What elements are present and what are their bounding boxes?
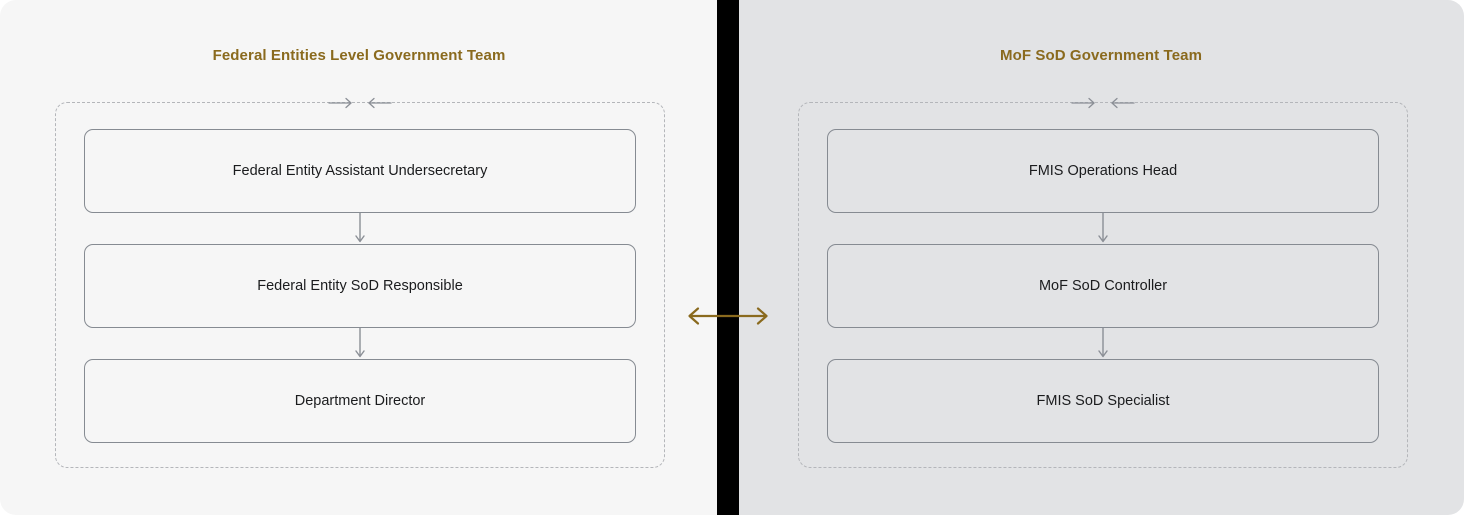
node-label: Department Director (294, 393, 426, 409)
node-box[interactable]: Federal Entity Assistant Undersecretary (84, 129, 636, 213)
node-list-federal-entities: Federal Entity Assistant Undersecretary … (84, 129, 636, 443)
group-collapse-arrows-right (1068, 95, 1138, 111)
node-label: Federal Entity Assistant Undersecretary (232, 163, 488, 179)
panel-mof-sod: MoF SoD Government Team FMIS Operations … (738, 0, 1464, 515)
node-box[interactable]: Department Director (84, 359, 636, 443)
node-label: FMIS SoD Specialist (1036, 393, 1170, 409)
connector-arrow-down (827, 213, 1379, 244)
node-box[interactable]: FMIS SoD Specialist (827, 359, 1379, 443)
node-label: Federal Entity SoD Responsible (257, 278, 463, 294)
connector-arrow-down (84, 213, 636, 244)
group-container-mof-sod: FMIS Operations Head MoF SoD Controller (798, 97, 1408, 468)
node-box[interactable]: MoF SoD Controller (827, 244, 1379, 328)
panel-title-mof-sod: MoF SoD Government Team (999, 47, 1203, 64)
node-box[interactable]: FMIS Operations Head (827, 129, 1379, 213)
group-container-federal-entities: Federal Entity Assistant Undersecretary … (55, 97, 665, 468)
node-list-mof-sod: FMIS Operations Head MoF SoD Controller (827, 129, 1379, 443)
node-label: MoF SoD Controller (1038, 278, 1168, 294)
connector-arrow-down (84, 328, 636, 359)
node-label: FMIS Operations Head (1028, 163, 1178, 179)
panel-divider (717, 0, 739, 515)
panel-federal-entities: Federal Entities Level Government Team F… (0, 0, 718, 515)
node-box[interactable]: Federal Entity SoD Responsible (84, 244, 636, 328)
bidirectional-link-arrow (684, 303, 772, 329)
connector-arrow-down (827, 328, 1379, 359)
panel-title-federal-entities: Federal Entities Level Government Team (212, 47, 506, 64)
group-collapse-arrows-left (325, 95, 395, 111)
